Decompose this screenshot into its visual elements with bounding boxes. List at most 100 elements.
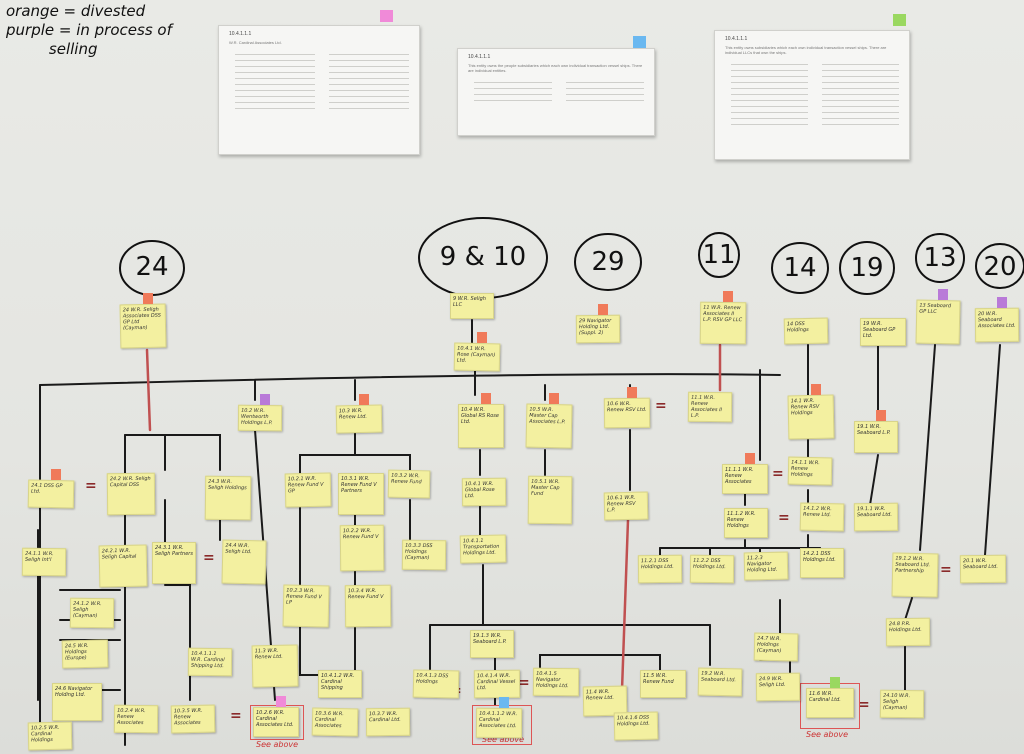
printout-3: 10.4.1.1.1 This entity owns subsidiaries… bbox=[714, 30, 910, 160]
status-flag bbox=[276, 696, 286, 707]
sticky-note: 10.5.1 W.R. Master Cap Fund bbox=[527, 475, 573, 525]
legend-line-1: orange = divested bbox=[6, 2, 146, 20]
sticky-note: 24.1 DSS GP Ltd. bbox=[27, 479, 75, 509]
status-flag bbox=[477, 332, 487, 343]
sticky-note: 24.8 P.R. Holdings Ltd. bbox=[885, 617, 931, 647]
status-flag bbox=[260, 394, 270, 405]
sticky-note: 10.4.1.1.1 W.R. Cardinal Shipping Ltd. bbox=[187, 647, 233, 677]
printout-2-title: 10.4.1.1.1 bbox=[468, 54, 491, 60]
sticky-note: 10.3.1 W.R. Renew Fund V Partners bbox=[338, 473, 384, 515]
sticky-note: 24.10 W.R. Seligh (Cayman) bbox=[879, 689, 925, 719]
sticky-note: 11.1.2 W.R. Renew Holdings bbox=[724, 508, 768, 538]
group-label-14: 14 bbox=[783, 253, 817, 283]
printout-3-title: 10.4.1.1.1 bbox=[725, 36, 748, 42]
sticky-note: 10.6.1 W.R. Renew RSV L.P. bbox=[603, 491, 649, 521]
sticky-note: 10.4.1.6 DSS Holdings Ltd. bbox=[613, 711, 659, 741]
status-flag bbox=[830, 677, 840, 688]
sticky-note: 10.3.7 W.R. Cardinal Ltd. bbox=[365, 707, 411, 737]
see-above-label: See above bbox=[482, 735, 524, 744]
status-flag bbox=[143, 293, 153, 304]
group-label-20: 20 bbox=[983, 252, 1017, 282]
sticky-note: 10.3.4 W.R. Renew Fund V bbox=[344, 584, 392, 628]
sticky-note: 11.1 W.R. Renew Associates II L.P. bbox=[687, 391, 733, 423]
sticky-note: 19.1.3 W.R. Seaboard L.P. bbox=[470, 630, 514, 658]
see-above-label: See above bbox=[256, 740, 298, 749]
sticky-note: 10.5 W.R. Master Cap Associates L.P. bbox=[525, 403, 573, 449]
sticky-note: 10.4.1 W.R. Rose (Cayman) Ltd. bbox=[453, 342, 501, 372]
sticky-note: 10.3.3 DSS Holdings (Cayman) bbox=[401, 539, 447, 571]
sticky-note: 10.3.5 W.R. Renew Associates bbox=[170, 704, 216, 734]
status-flag bbox=[811, 384, 821, 395]
group-label-19: 19 bbox=[850, 253, 884, 283]
sticky-note: 14 DSS Holdings bbox=[783, 317, 829, 345]
sticky-note: 20 W.R. Seaboard Associates Ltd. bbox=[974, 307, 1020, 343]
sticky-note: 24.3.1 W.R. Seligh Partners bbox=[152, 542, 196, 584]
equals-marker: = bbox=[940, 562, 952, 578]
sticky-note: 24 W.R. Seligh Associates DSS GP Ltd (Ca… bbox=[119, 303, 167, 349]
sticky-note: 14.1 W.R. Renew RSV Holdings bbox=[787, 394, 835, 440]
sticky-note: 10.2.1 W.R. Renew Fund V GP bbox=[284, 472, 332, 508]
sticky-note: 13 Seaboard GP LLC bbox=[915, 299, 961, 345]
sticky-note: 10.4.1.2 W.R. Cardinal Shipping bbox=[318, 670, 362, 698]
status-flag bbox=[633, 36, 646, 48]
sticky-note: 11.5 W.R. Renew Fund bbox=[640, 670, 686, 698]
equals-marker: = bbox=[858, 697, 870, 713]
equals-marker: = bbox=[772, 466, 784, 482]
status-flag bbox=[997, 297, 1007, 308]
see-above-label: See above bbox=[806, 730, 848, 739]
sticky-note: 11.2.3 Navigator Holding Ltd. bbox=[743, 551, 789, 581]
equals-marker: = bbox=[778, 510, 790, 526]
sticky-note: 10.3 W.R. Renew Ltd. bbox=[335, 404, 383, 434]
group-label-9-10: 9 & 10 bbox=[439, 242, 527, 272]
status-flag bbox=[723, 291, 733, 302]
printout-2: 10.4.1.1.1 This entity owns the people s… bbox=[457, 48, 655, 136]
sticky-note: 11.6 W.R. Cardinal Ltd. bbox=[806, 688, 854, 718]
sticky-note: 10.2.5 W.R. Cardinal Holdings bbox=[27, 721, 73, 751]
sticky-note: 10.4 W.R. Global RS Rose Ltd. bbox=[458, 404, 504, 448]
sticky-note: 14.2.1 DSS Holdings Ltd. bbox=[800, 548, 844, 578]
legend: orange = divested purple = in process of… bbox=[6, 2, 172, 59]
legend-line-3: selling bbox=[6, 40, 98, 58]
sticky-note: 10.3.6 W.R. Cardinal Associates bbox=[311, 707, 359, 737]
sticky-note: 10.2 W.R. Wentworth Holdings L.P. bbox=[237, 404, 283, 432]
sticky-note: 11.2.1 DSS Holdings Ltd. bbox=[637, 554, 683, 584]
sticky-note: 24.6 Navigator Holding Ltd. bbox=[52, 683, 102, 721]
sticky-note: 14.1.1 W.R. Renew Holdings bbox=[787, 456, 833, 486]
group-label-11: 11 bbox=[702, 240, 736, 270]
sticky-note: 10.4.1.5 Navigator Holdings Ltd. bbox=[532, 667, 580, 697]
equals-marker: = bbox=[230, 708, 242, 724]
group-label-29: 29 bbox=[591, 247, 625, 277]
printout-1-subtitle: W.R. Cardinal Associates Ltd. bbox=[229, 40, 282, 45]
group-label-13: 13 bbox=[923, 243, 957, 273]
sticky-note: 10.2.3 W.R. Renew Fund V LP bbox=[282, 584, 330, 628]
sticky-note: 24.1.2 W.R. Seligh (Cayman) bbox=[69, 597, 115, 629]
status-flag bbox=[481, 393, 491, 404]
status-flag bbox=[380, 10, 393, 22]
printout-2-subtitle: This entity owns the people subsidiaries… bbox=[468, 63, 643, 73]
sticky-note: 24.2 W.R. Seligh Capital DSS bbox=[106, 472, 156, 516]
sticky-note: 14.1.2 W.R. Renew Ltd. bbox=[799, 502, 845, 532]
status-flag bbox=[938, 289, 948, 300]
status-flag bbox=[627, 387, 637, 398]
legend-line-2: purple = in process of bbox=[6, 21, 172, 39]
sticky-note: 11 W.R. Renew Associates II L.P. RSV GP … bbox=[699, 301, 747, 345]
sticky-note: 24.2.1 W.R. Seligh Capital bbox=[98, 544, 148, 588]
sticky-note: 24.4 W.R. Seligh Ltd. bbox=[221, 539, 267, 585]
sticky-note: 10.4.1.3 DSS Holdings bbox=[412, 669, 460, 699]
status-flag bbox=[51, 469, 61, 480]
status-flag bbox=[499, 697, 509, 708]
sticky-note: 10.4.1.4 W.R. Cardinal Vessel Ltd. bbox=[473, 669, 521, 699]
sticky-note: 10.6 W.R. Renew RSV Ltd. bbox=[603, 397, 651, 429]
status-flag bbox=[893, 14, 906, 26]
status-flag bbox=[549, 393, 559, 404]
sticky-note: 19.2 W.R. Seaboard Ltd. bbox=[697, 667, 743, 697]
equals-marker: = bbox=[85, 478, 97, 494]
sticky-note: 10.2.6 W.R. Cardinal Associates Ltd. bbox=[253, 707, 299, 737]
sticky-note: 11.2.2 DSS Holdings Ltd. bbox=[689, 554, 735, 584]
printout-1-title: 10.4.1.1.1 bbox=[229, 31, 252, 37]
sticky-note: 19.1 W.R. Seaboard L.P. bbox=[854, 421, 898, 453]
equals-marker: = bbox=[518, 675, 530, 691]
equals-marker: = bbox=[655, 398, 667, 414]
sticky-note: 10.2.4 W.R. Renew Associates bbox=[113, 704, 159, 734]
